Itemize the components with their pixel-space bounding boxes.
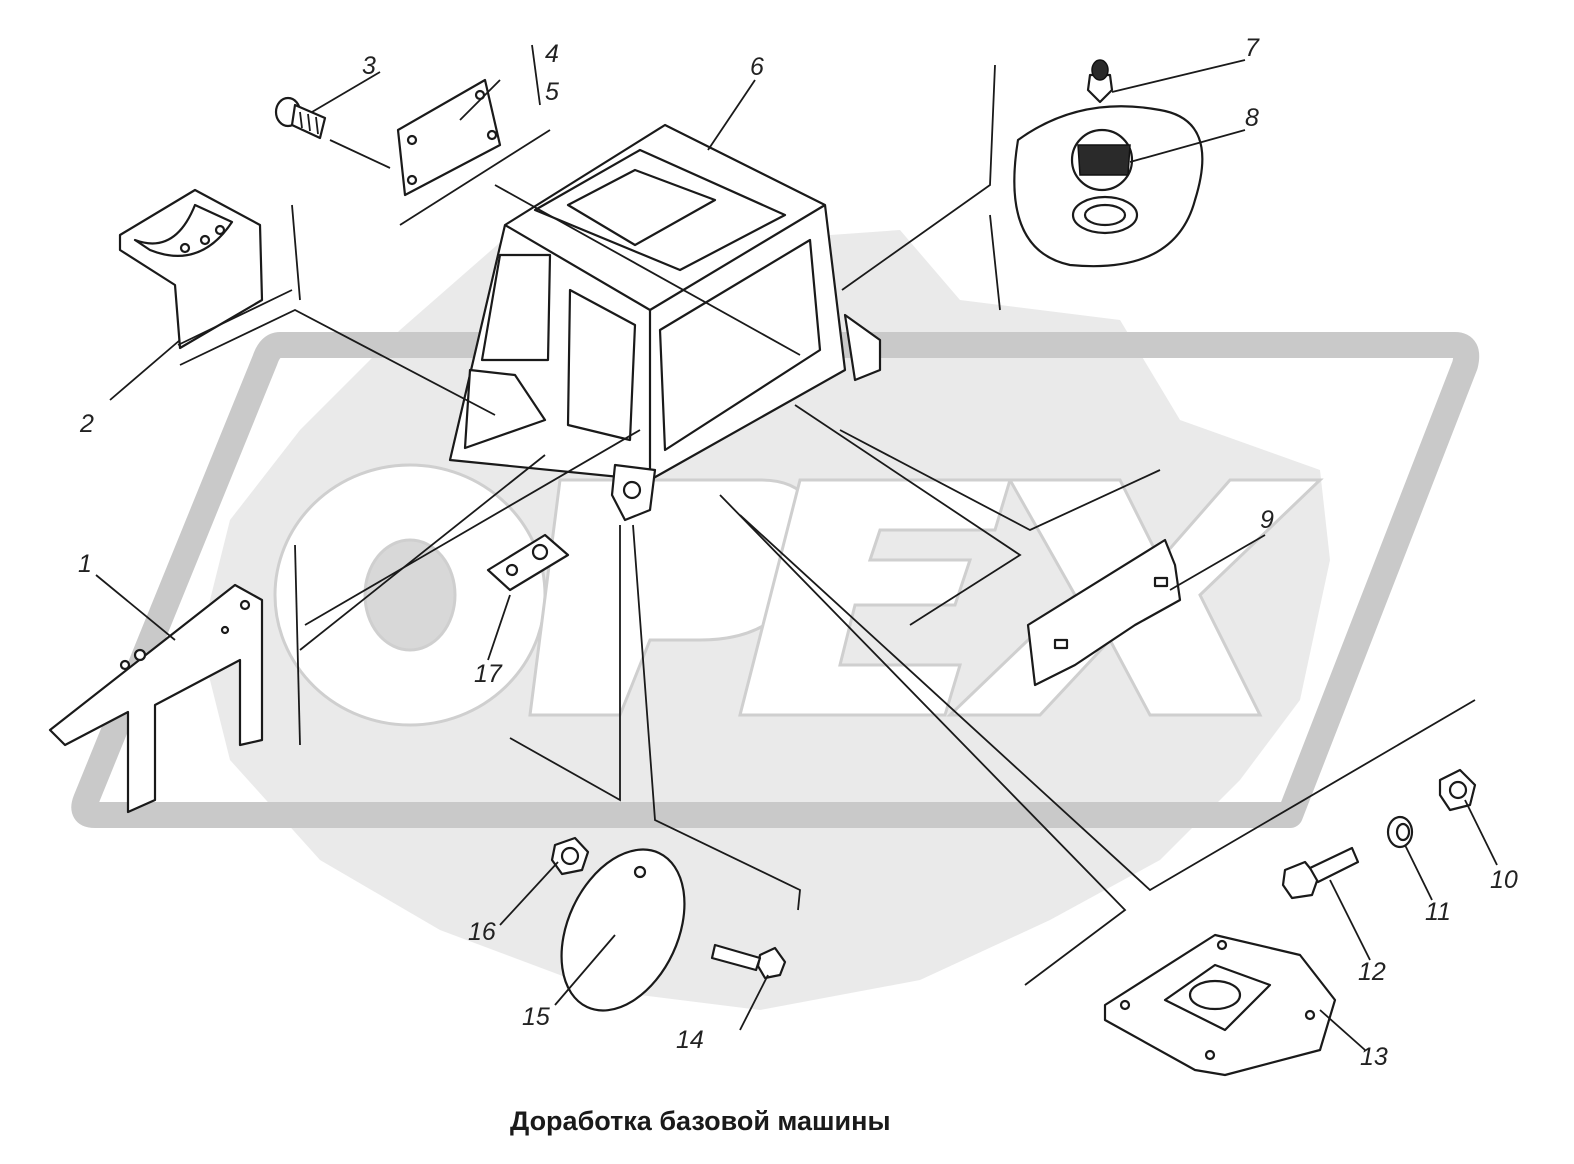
callout-14: 14 bbox=[676, 1026, 704, 1054]
assembly-lines bbox=[95, 44, 1498, 1051]
callout-1: 1 bbox=[78, 550, 92, 578]
callout-11: 11 bbox=[1425, 898, 1451, 926]
watermark-frame bbox=[71, 332, 1480, 828]
callout-10: 10 bbox=[1490, 866, 1518, 894]
callout-17: 17 bbox=[474, 660, 503, 688]
callout-4: 4 bbox=[545, 40, 559, 68]
callout-3: 3 bbox=[362, 52, 376, 80]
small-parts-14-15-16-17 bbox=[486, 533, 787, 1012]
plate-part-4-5 bbox=[396, 78, 502, 197]
fitting-parts-7-8 bbox=[1013, 59, 1204, 268]
callouts: 1 2 3 4 5 6 7 8 9 10 11 12 13 14 15 16 1… bbox=[78, 34, 1518, 1071]
callout-8: 8 bbox=[1245, 104, 1259, 132]
strip-part-9 bbox=[1026, 538, 1182, 687]
callout-5: 5 bbox=[545, 78, 559, 106]
callout-7: 7 bbox=[1245, 34, 1260, 62]
flange-plate-part-13 bbox=[1103, 933, 1337, 1077]
callout-6: 6 bbox=[750, 53, 764, 81]
callout-2: 2 bbox=[79, 410, 94, 438]
bracket-part-1 bbox=[48, 583, 264, 814]
bolt-part-3 bbox=[274, 96, 327, 140]
cab-part-6 bbox=[448, 123, 882, 522]
diagram-caption: Доработка базовой машины bbox=[510, 1106, 891, 1136]
callout-9: 9 bbox=[1260, 506, 1274, 534]
callout-15: 15 bbox=[522, 1003, 550, 1031]
callout-12: 12 bbox=[1358, 958, 1386, 986]
bracket-part-2 bbox=[118, 188, 264, 350]
fasteners-parts-10-11-12 bbox=[1281, 768, 1477, 900]
callout-16: 16 bbox=[468, 918, 496, 946]
callout-13: 13 bbox=[1360, 1043, 1388, 1071]
